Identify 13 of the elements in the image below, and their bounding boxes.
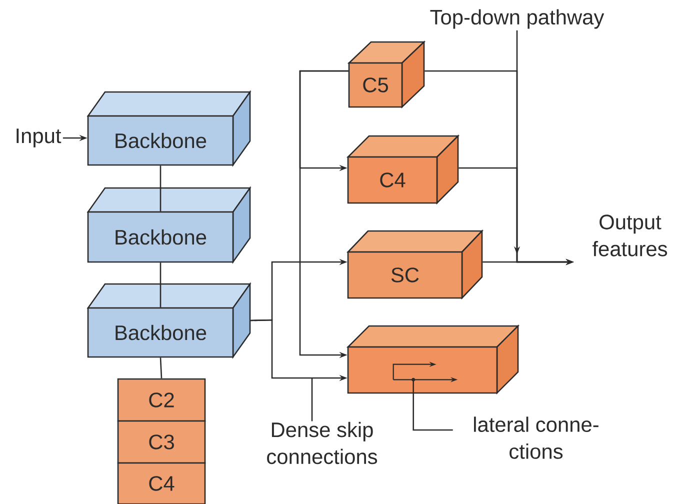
layer-box: C4 (117, 462, 206, 504)
label-text: Output features (592, 214, 668, 256)
layer-box: C2 (117, 378, 206, 422)
leader-line (311, 378, 313, 422)
label-text: lateral conne- ctions (474, 416, 598, 459)
leader-line (412, 380, 453, 431)
label-text: Top-down pathway (430, 9, 604, 29)
label-text: Dense skip connections (267, 422, 378, 464)
connector-line (160, 358, 162, 378)
connector-line (160, 262, 162, 308)
connector-line (160, 166, 162, 212)
label-text: Input (16, 128, 62, 148)
layer-box: C3 (117, 420, 206, 464)
